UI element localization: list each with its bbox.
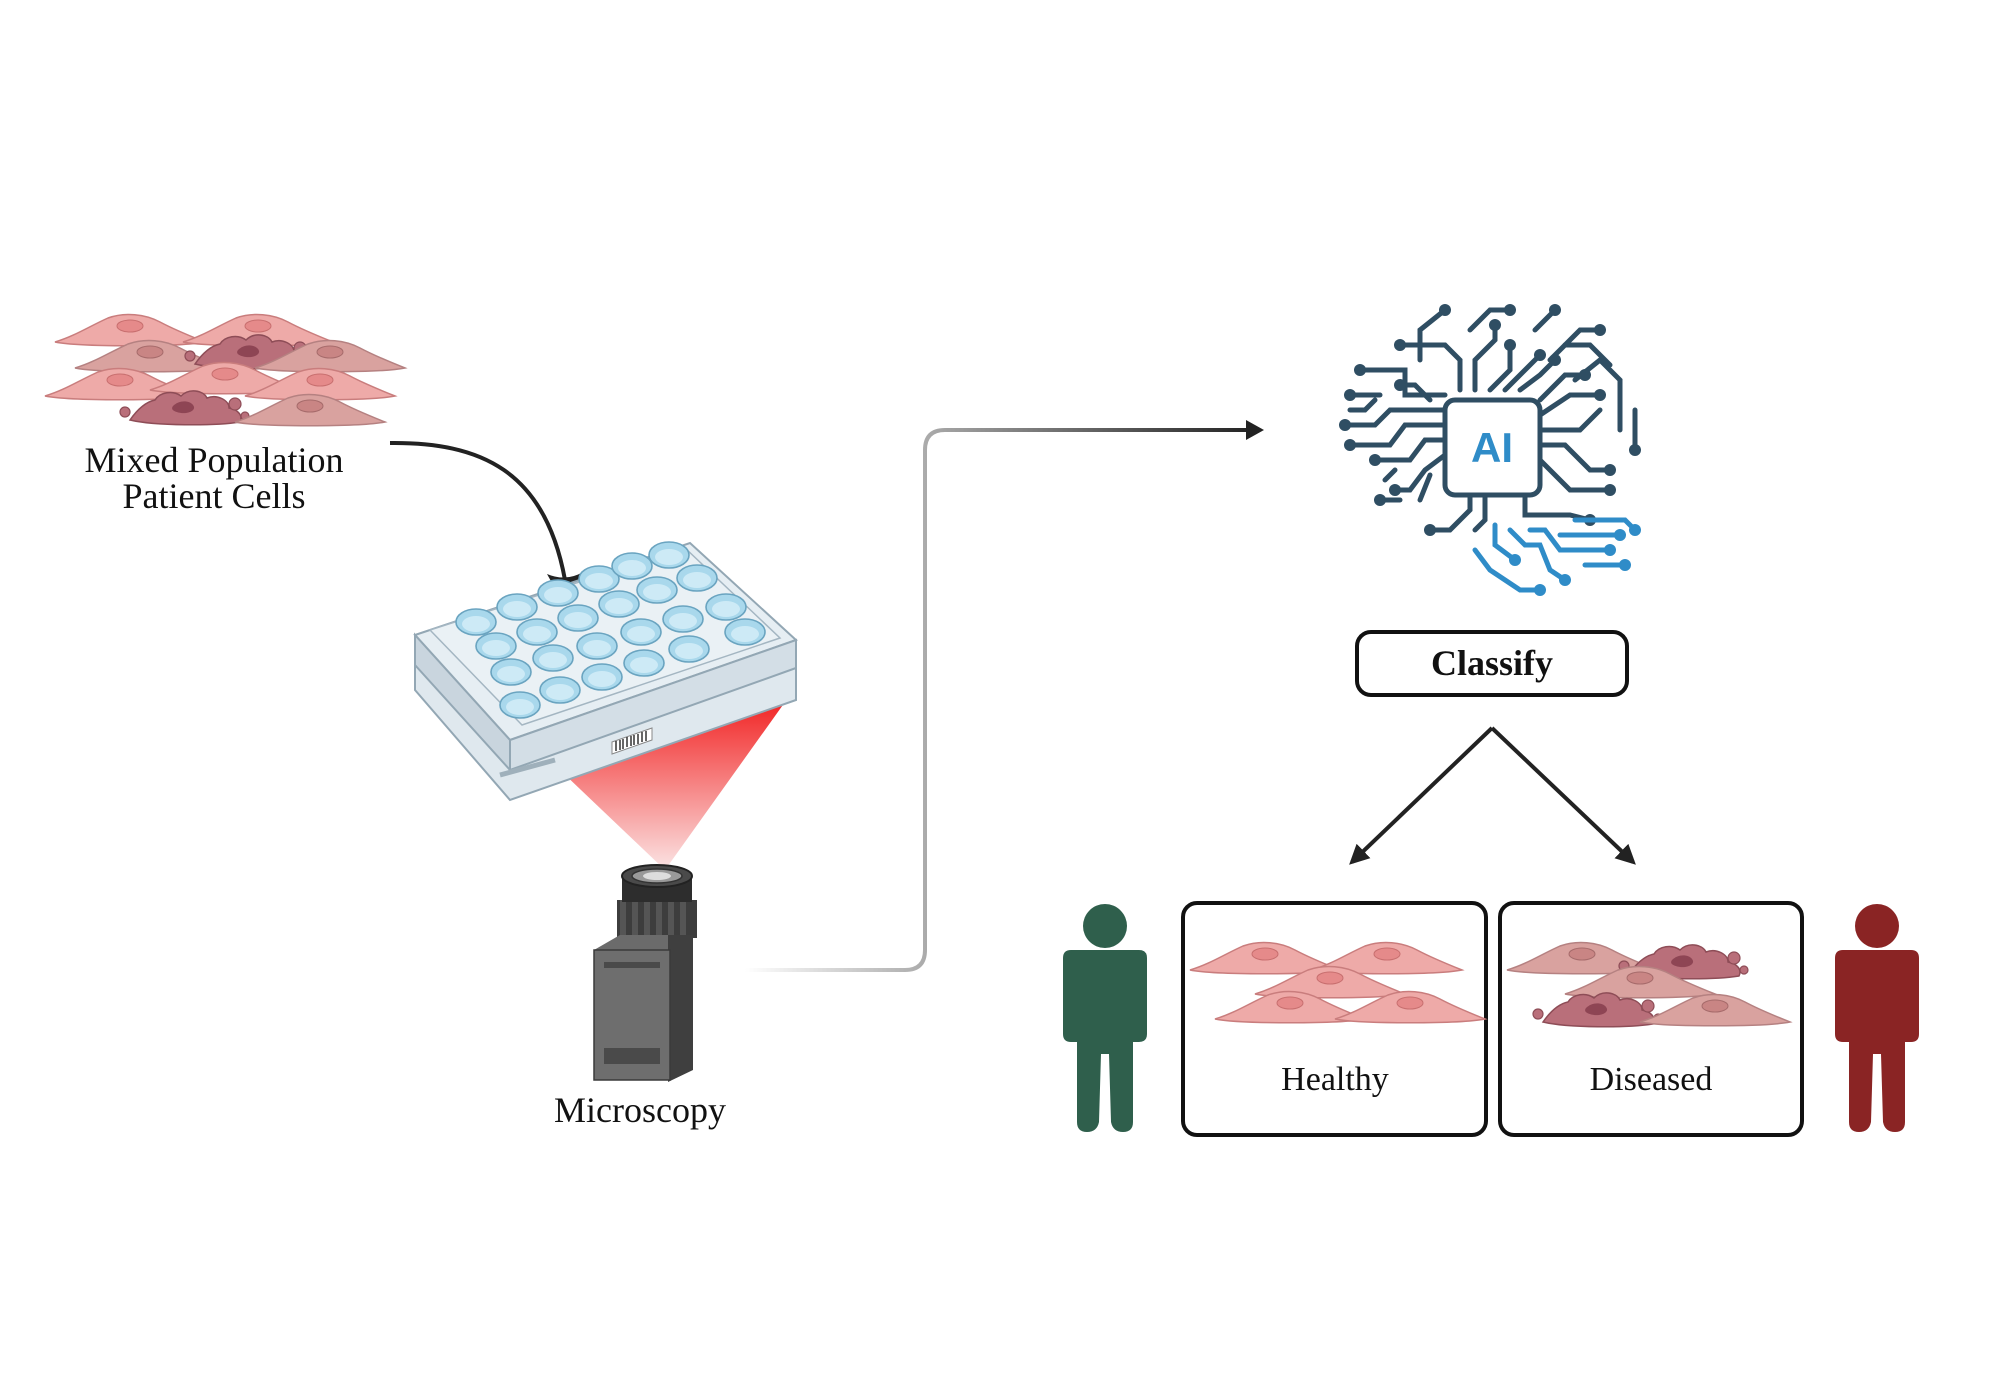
well-plate bbox=[413, 541, 798, 802]
classify-label: Classify bbox=[1431, 643, 1553, 683]
ai-chip-text: AI bbox=[1471, 424, 1513, 471]
source-label-line1: Mixed Population bbox=[85, 440, 344, 480]
healthy-box: Healthy bbox=[1181, 901, 1488, 1137]
diseased-label: Diseased bbox=[1590, 1061, 1713, 1098]
healthy-person-icon bbox=[1063, 904, 1147, 1132]
source-label-line2: Patient Cells bbox=[123, 476, 306, 516]
diseased-box: Diseased bbox=[1498, 901, 1804, 1137]
diseased-person-icon bbox=[1835, 904, 1919, 1132]
ai-brain-icon bbox=[1339, 304, 1641, 596]
split-arrow-healthy bbox=[1349, 726, 1494, 865]
plate-barcode bbox=[499, 727, 653, 778]
classify-box: Classify bbox=[1355, 630, 1629, 697]
healthy-label: Healthy bbox=[1281, 1061, 1389, 1098]
split-arrow-diseased bbox=[1490, 726, 1636, 865]
connector-line bbox=[745, 428, 1255, 972]
ai-chip: AI bbox=[1442, 397, 1543, 498]
mixed-cell-cluster bbox=[44, 313, 406, 427]
curved-arrow bbox=[389, 440, 567, 581]
source-label: Mixed Population Patient Cells bbox=[85, 440, 344, 516]
microscopy-label: Microscopy bbox=[554, 1090, 726, 1130]
laser-beam bbox=[560, 695, 790, 870]
connector-arrow-head bbox=[1246, 420, 1264, 440]
microscope-camera bbox=[593, 864, 697, 1082]
